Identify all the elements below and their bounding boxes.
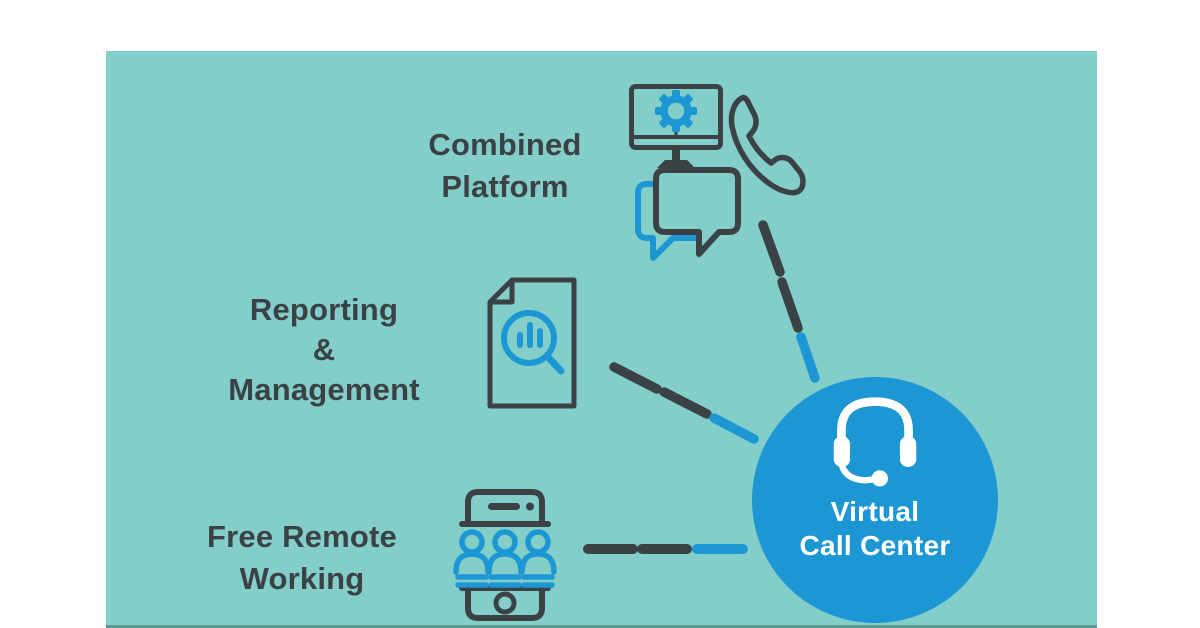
home-button-icon (493, 591, 517, 615)
hub-label: Virtual Call Center (799, 495, 950, 563)
report-document-magnifier-icon (487, 277, 577, 409)
label-line: Management (228, 372, 420, 407)
chat-bubbles-icon (635, 167, 741, 261)
free-remote-working-label: Free Remote Working (189, 516, 415, 600)
phone-handset-icon (728, 94, 806, 196)
headset-icon (833, 397, 917, 487)
label-line: Platform (441, 169, 569, 204)
panel-bottom-edge (106, 625, 1097, 628)
speaker-bar-icon (488, 503, 520, 510)
camera-dot-icon (526, 502, 534, 511)
gear-icon (655, 90, 697, 132)
combined-platform-label: Combined Platform (394, 124, 616, 208)
label-line: Call Center (799, 530, 951, 561)
monitor-gear-icon (629, 84, 723, 168)
team-members-icon (453, 529, 557, 588)
label-line: & (312, 332, 336, 367)
label-line: Working (239, 561, 365, 596)
virtual-call-center-hub: Virtual Call Center (752, 377, 998, 623)
reporting-management-label: Reporting & Management (213, 290, 435, 410)
label-line: Free Remote (207, 519, 397, 554)
smartphone-team-icon (453, 489, 557, 621)
magnifier-chart-icon (501, 310, 565, 375)
label-line: Reporting (249, 292, 399, 327)
label-line: Combined (428, 127, 582, 162)
label-line: Virtual (830, 496, 920, 527)
